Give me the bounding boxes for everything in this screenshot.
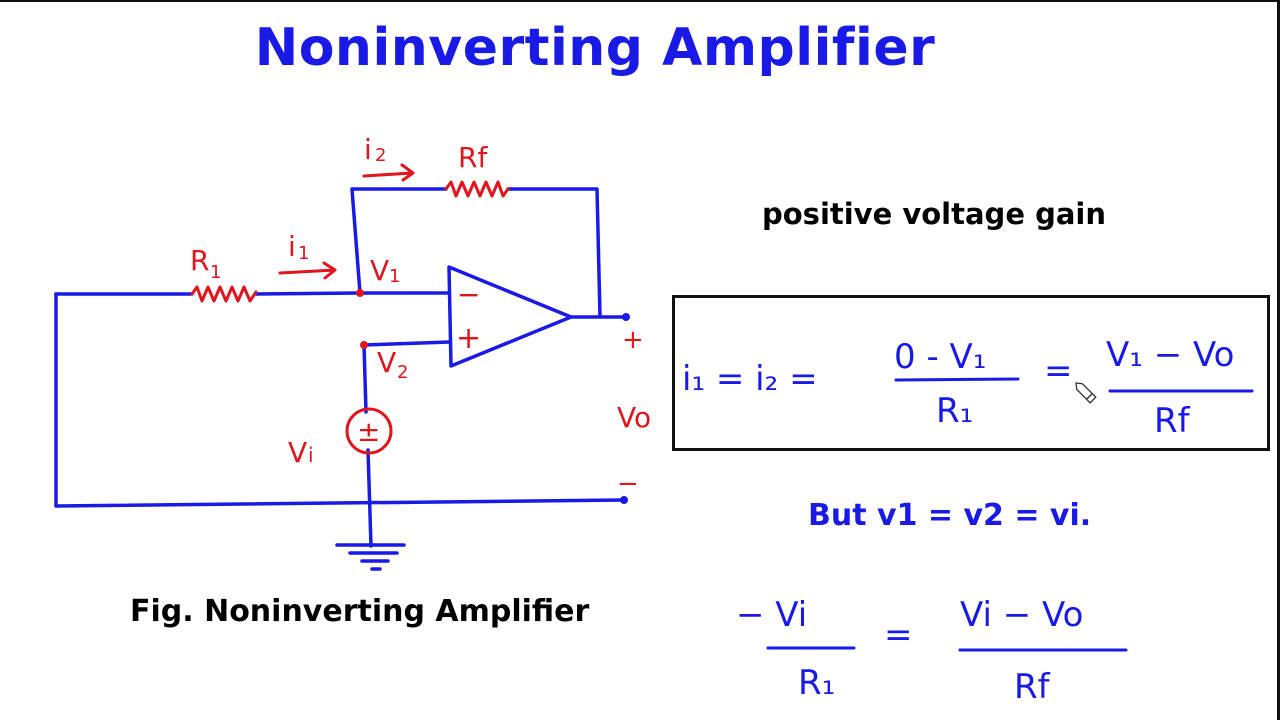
eq2-equals: = (884, 615, 913, 655)
label-i1-sub: 1 (298, 243, 309, 264)
wire-feedback-up (350, 187, 448, 295)
label-vi: V (288, 436, 307, 469)
subtitle-positive-gain: positive voltage gain (762, 197, 1106, 231)
wire-v2-down (362, 343, 368, 414)
opamp-plus-sign: + (456, 321, 481, 356)
condition-text: But v1 = v2 = vi. (808, 498, 1092, 533)
label-v2: V (377, 346, 396, 379)
arrow-i2 (362, 163, 415, 182)
output-plus-sign: + (622, 325, 644, 355)
label-rf: Rf (458, 141, 488, 174)
eq1-equals: = (1044, 351, 1073, 391)
eq1-frac2-denominator: Rf (1154, 401, 1191, 441)
node-v1-dot (356, 289, 364, 297)
label-v1: V (370, 254, 389, 287)
eq2-frac2-numerator: Vi − Vo (960, 595, 1083, 635)
wires (54, 187, 628, 571)
wire-source-down (366, 448, 373, 548)
label-v1-sub: 1 (389, 266, 400, 287)
output-terminal-minus (620, 496, 628, 504)
wire-feedback-right (506, 187, 602, 318)
label-r1-sub: 1 (210, 262, 221, 283)
eq1-lhs: i₁ = i₂ = (682, 359, 818, 399)
eq1-frac1-numerator: 0 - V₁ (894, 337, 986, 377)
label-i2-sub: 2 (375, 145, 386, 166)
label-v2-sub: 2 (397, 362, 408, 383)
equation-box (672, 295, 1270, 451)
pencil-cursor-icon (1075, 382, 1097, 404)
wire-noninv (362, 340, 452, 347)
opamp-minus-sign: − (457, 278, 480, 311)
label-i2: i (364, 133, 372, 166)
resistor-rf (444, 180, 510, 198)
source-polarity-sign: ± (357, 415, 380, 448)
eq1-frac1-denominator: R₁ (936, 391, 973, 431)
node-v2-dot (360, 341, 368, 349)
eq1-frac1-bar (894, 377, 1020, 382)
eq2-frac1-denominator: R₁ (798, 663, 835, 703)
eq2-frac1-numerator: − Vi (736, 595, 807, 635)
arrow-i1 (278, 261, 337, 280)
eq2-frac2-denominator: Rf (1014, 667, 1051, 707)
opamp-triangle (447, 265, 573, 368)
voltage-source-circle (345, 407, 393, 455)
label-r1: R (190, 244, 209, 277)
frame-top-border (0, 0, 1280, 2)
label-i1: i (288, 230, 296, 263)
output-terminal-plus (622, 313, 630, 321)
label-vi-sub: i (308, 443, 314, 467)
label-vo: Vo (617, 401, 651, 434)
page-title: Noninverting Amplifier (254, 18, 936, 78)
figure-caption: Fig. Noninverting Amplifier (130, 594, 590, 629)
eq1-frac2-numerator: V₁ − Vo (1106, 335, 1234, 375)
wire-r1-to-node (254, 291, 450, 296)
wire-bottom (55, 498, 626, 508)
output-minus-sign: − (617, 469, 639, 499)
frame-right-border (1277, 0, 1280, 720)
resistor-r1 (190, 285, 258, 303)
